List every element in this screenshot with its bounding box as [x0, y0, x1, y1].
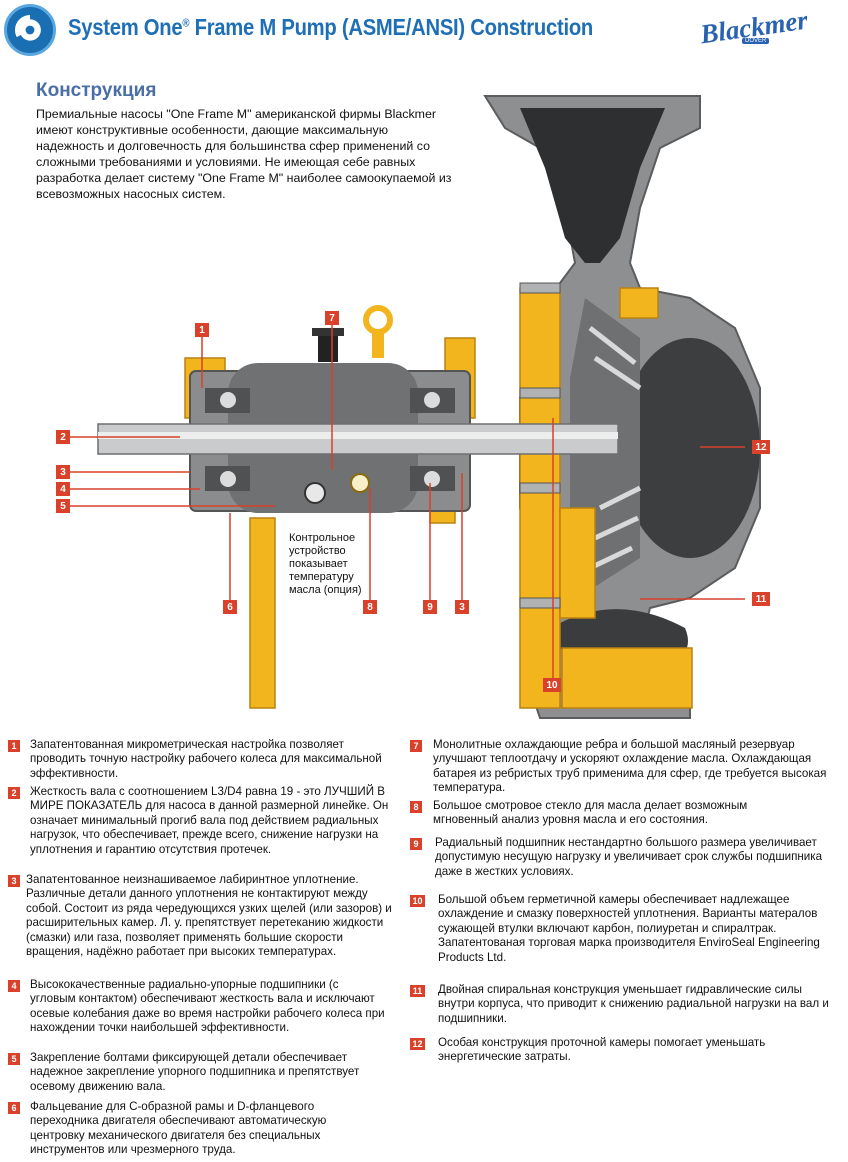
- feature-text: Закрепление болтами фиксирующей детали о…: [30, 1051, 360, 1093]
- header: System One® Frame M Pump (ASME/ANSI) Con…: [0, 0, 848, 62]
- feature-list-right: 7 Монолитные охлаждающие ребра и большой…: [410, 738, 842, 1078]
- feature-text: Монолитные охлаждающие ребра и большой м…: [433, 738, 827, 795]
- feature-number: 1: [8, 740, 20, 752]
- feature-number: 2: [8, 787, 20, 799]
- pump-cutaway-diagram: [70, 95, 761, 719]
- feature-number: 7: [410, 740, 422, 752]
- feature-number: 11: [410, 985, 425, 997]
- feature-text: Запатентованное неизнашиваемое лабиринтн…: [26, 873, 392, 959]
- feature-number: 3: [8, 875, 20, 887]
- callout-10: 10: [543, 678, 561, 692]
- oil-temperature-note: Контрольное устройство показывает темпер…: [289, 532, 362, 596]
- feature-number: 6: [8, 1102, 20, 1114]
- feature-list-left: 1 Запатентованная микрометрическая настр…: [8, 738, 398, 1158]
- feature-number: 5: [8, 1053, 20, 1065]
- feature-number: 9: [410, 838, 422, 850]
- callout-12: 12: [752, 440, 770, 454]
- feature-number: 10: [410, 895, 425, 907]
- callout-8: 8: [363, 600, 377, 614]
- callout-3-right: 3: [455, 600, 469, 614]
- feature-text: Высококачественные радиально-упорные под…: [30, 978, 385, 1035]
- intro-paragraph: Премиальные насосы "One Frame M" америка…: [36, 107, 452, 201]
- page-title: System One® Frame M Pump (ASME/ANSI) Con…: [68, 14, 594, 40]
- feature-text: Двойная спиральная конструкция уменьшает…: [438, 983, 829, 1025]
- callout-7: 7: [325, 311, 339, 325]
- callout-5: 5: [56, 499, 70, 513]
- section-title: Конструкция: [36, 80, 157, 101]
- feature-text: Особая конструкция проточной камеры помо…: [438, 1036, 766, 1064]
- callout-6: 6: [223, 600, 237, 614]
- callout-2: 2: [56, 430, 70, 444]
- callout-1: 1: [195, 323, 209, 337]
- feature-text: Большой объем герметичной камеры обеспеч…: [438, 893, 820, 964]
- system-one-logo-icon: [4, 4, 56, 56]
- callout-4: 4: [56, 482, 70, 496]
- callout-11: 11: [752, 592, 770, 606]
- feature-text: Радиальный подшипник нестандартно большо…: [435, 836, 823, 878]
- callout-3-left: 3: [56, 465, 70, 479]
- callout-9: 9: [423, 600, 437, 614]
- feature-number: 4: [8, 980, 20, 992]
- feature-number: 12: [410, 1038, 425, 1050]
- feature-text: Запатентованная микрометрическая настрой…: [30, 738, 382, 780]
- feature-text: Большое смотровое стекло для масла делае…: [433, 799, 748, 827]
- blackmer-logo: Blackmer DOVER: [698, 4, 810, 50]
- feature-number: 8: [410, 801, 422, 813]
- feature-text: Жесткость вала с соотношением L3/D4 равн…: [30, 785, 389, 856]
- feature-text: Фальцевание для С-образной рамы и D-флан…: [30, 1100, 327, 1157]
